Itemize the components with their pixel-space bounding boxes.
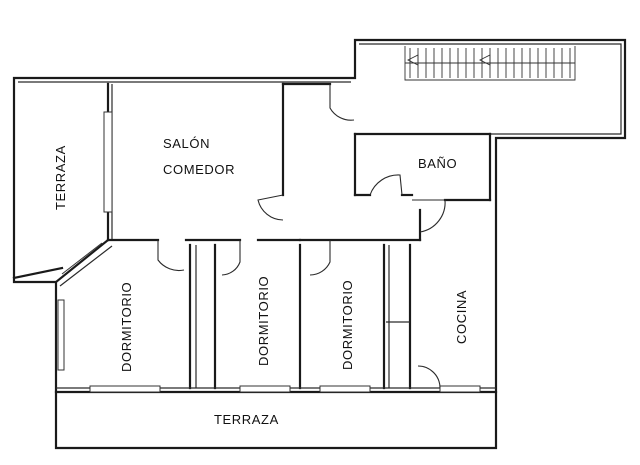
label-salon: SALÓN	[163, 136, 210, 151]
door-hall-cocina	[412, 199, 446, 233]
label-dormitorio-1: DORMITORIO	[119, 282, 134, 372]
stair-arrow	[406, 54, 419, 66]
label-dormitorio-3: DORMITORIO	[340, 280, 355, 370]
door-entrance	[329, 84, 355, 121]
door-bano	[369, 174, 403, 196]
door-salon	[257, 194, 284, 221]
stairs	[404, 46, 576, 81]
window-3	[319, 385, 371, 393]
angled-wall	[54, 238, 113, 287]
label-dormitorio-2: DORMITORIO	[256, 276, 271, 366]
window-4	[439, 385, 481, 393]
label-bano: BAÑO	[418, 156, 457, 171]
bano-walls	[353, 132, 492, 202]
label-terraza-bottom: TERRAZA	[214, 412, 279, 427]
window-2	[239, 385, 291, 393]
door-dorm-3	[309, 240, 331, 276]
door-dorm-2	[221, 240, 241, 276]
doors	[157, 84, 446, 389]
label-terraza-left: TERRAZA	[53, 145, 68, 210]
dormitorio-walls	[188, 243, 412, 390]
stair-steps	[409, 48, 571, 78]
stair-arrow-2	[478, 54, 491, 66]
label-comedor: COMEDOR	[163, 162, 235, 177]
door-dorm-1	[157, 240, 185, 272]
salon-walls	[106, 82, 302, 242]
door-cocina	[417, 365, 441, 389]
bottom-terrace-walls	[54, 385, 498, 394]
hall-walls	[281, 82, 422, 242]
label-cocina: COCINA	[454, 290, 469, 344]
window-1	[89, 385, 161, 393]
dormitorio-window	[57, 299, 65, 371]
left-terrace-walls	[12, 82, 113, 280]
terrace-window	[103, 111, 113, 213]
